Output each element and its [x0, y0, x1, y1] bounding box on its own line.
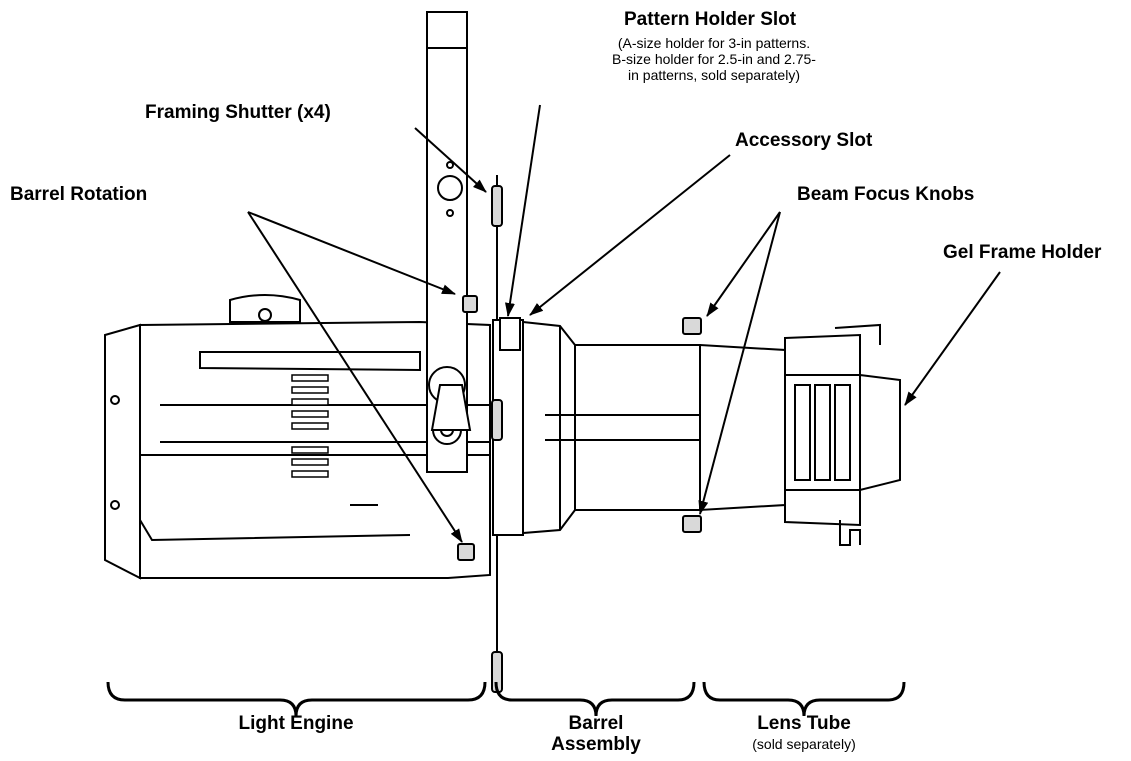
- barrel-assembly-label-line2: Assembly: [551, 734, 641, 755]
- cooling-vents: [291, 374, 329, 478]
- beam-focus-knobs-label: Beam Focus Knobs: [797, 184, 975, 205]
- light-engine-label: Light Engine: [238, 713, 354, 734]
- barrel-assembly-body: [492, 175, 701, 690]
- pattern-holder-slot-note-line1: (A-size holder for 3-in patterns.: [617, 35, 811, 51]
- light-engine-body: [104, 294, 491, 580]
- barrel-assembly-brace: [494, 681, 696, 717]
- lens-tube-label: Lens Tube: [757, 713, 851, 734]
- lens-tube-body: [699, 323, 901, 546]
- pattern-holder-slot-label: Pattern Holder Slot: [624, 9, 797, 30]
- framing-shutter-label: Framing Shutter (x4): [145, 102, 331, 123]
- accessory-slot-label: Accessory Slot: [735, 130, 873, 151]
- light-engine-brace: [106, 681, 487, 717]
- lens-tube-brace: [702, 681, 906, 717]
- barrel-rotation-label: Barrel Rotation: [10, 184, 148, 205]
- barrel-assembly-label-line1: Barrel: [568, 713, 624, 734]
- yoke: [426, 11, 472, 473]
- section-braces: [106, 681, 906, 717]
- lens-tube-note: (sold separately): [752, 736, 856, 752]
- pattern-holder-slot-note-line2: B-size holder for 2.5-in and 2.75-: [612, 51, 816, 67]
- gel-frame-holder-label: Gel Frame Holder: [943, 242, 1102, 263]
- callout-arrows: [247, 104, 1001, 543]
- pattern-holder-slot-note-line3: in patterns, sold separately): [628, 67, 800, 83]
